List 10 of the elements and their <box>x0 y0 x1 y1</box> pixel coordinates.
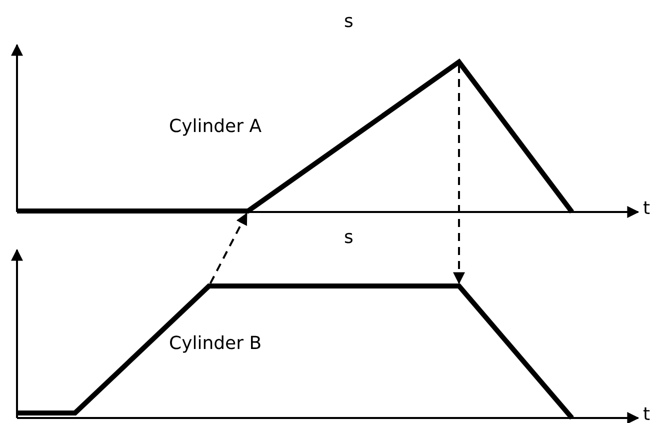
displacement-curve <box>17 58 574 214</box>
curve-label: Cylinder A <box>169 117 262 137</box>
axis-label: t <box>643 199 650 219</box>
curve-label: Cylinder B <box>169 334 262 354</box>
dashed-arrow <box>453 65 465 284</box>
axis-label: t <box>643 405 650 423</box>
axis-label: s <box>344 12 354 32</box>
displacement-curve <box>17 284 574 420</box>
dashed-arrow <box>210 212 248 284</box>
axis-label: s <box>344 228 354 248</box>
